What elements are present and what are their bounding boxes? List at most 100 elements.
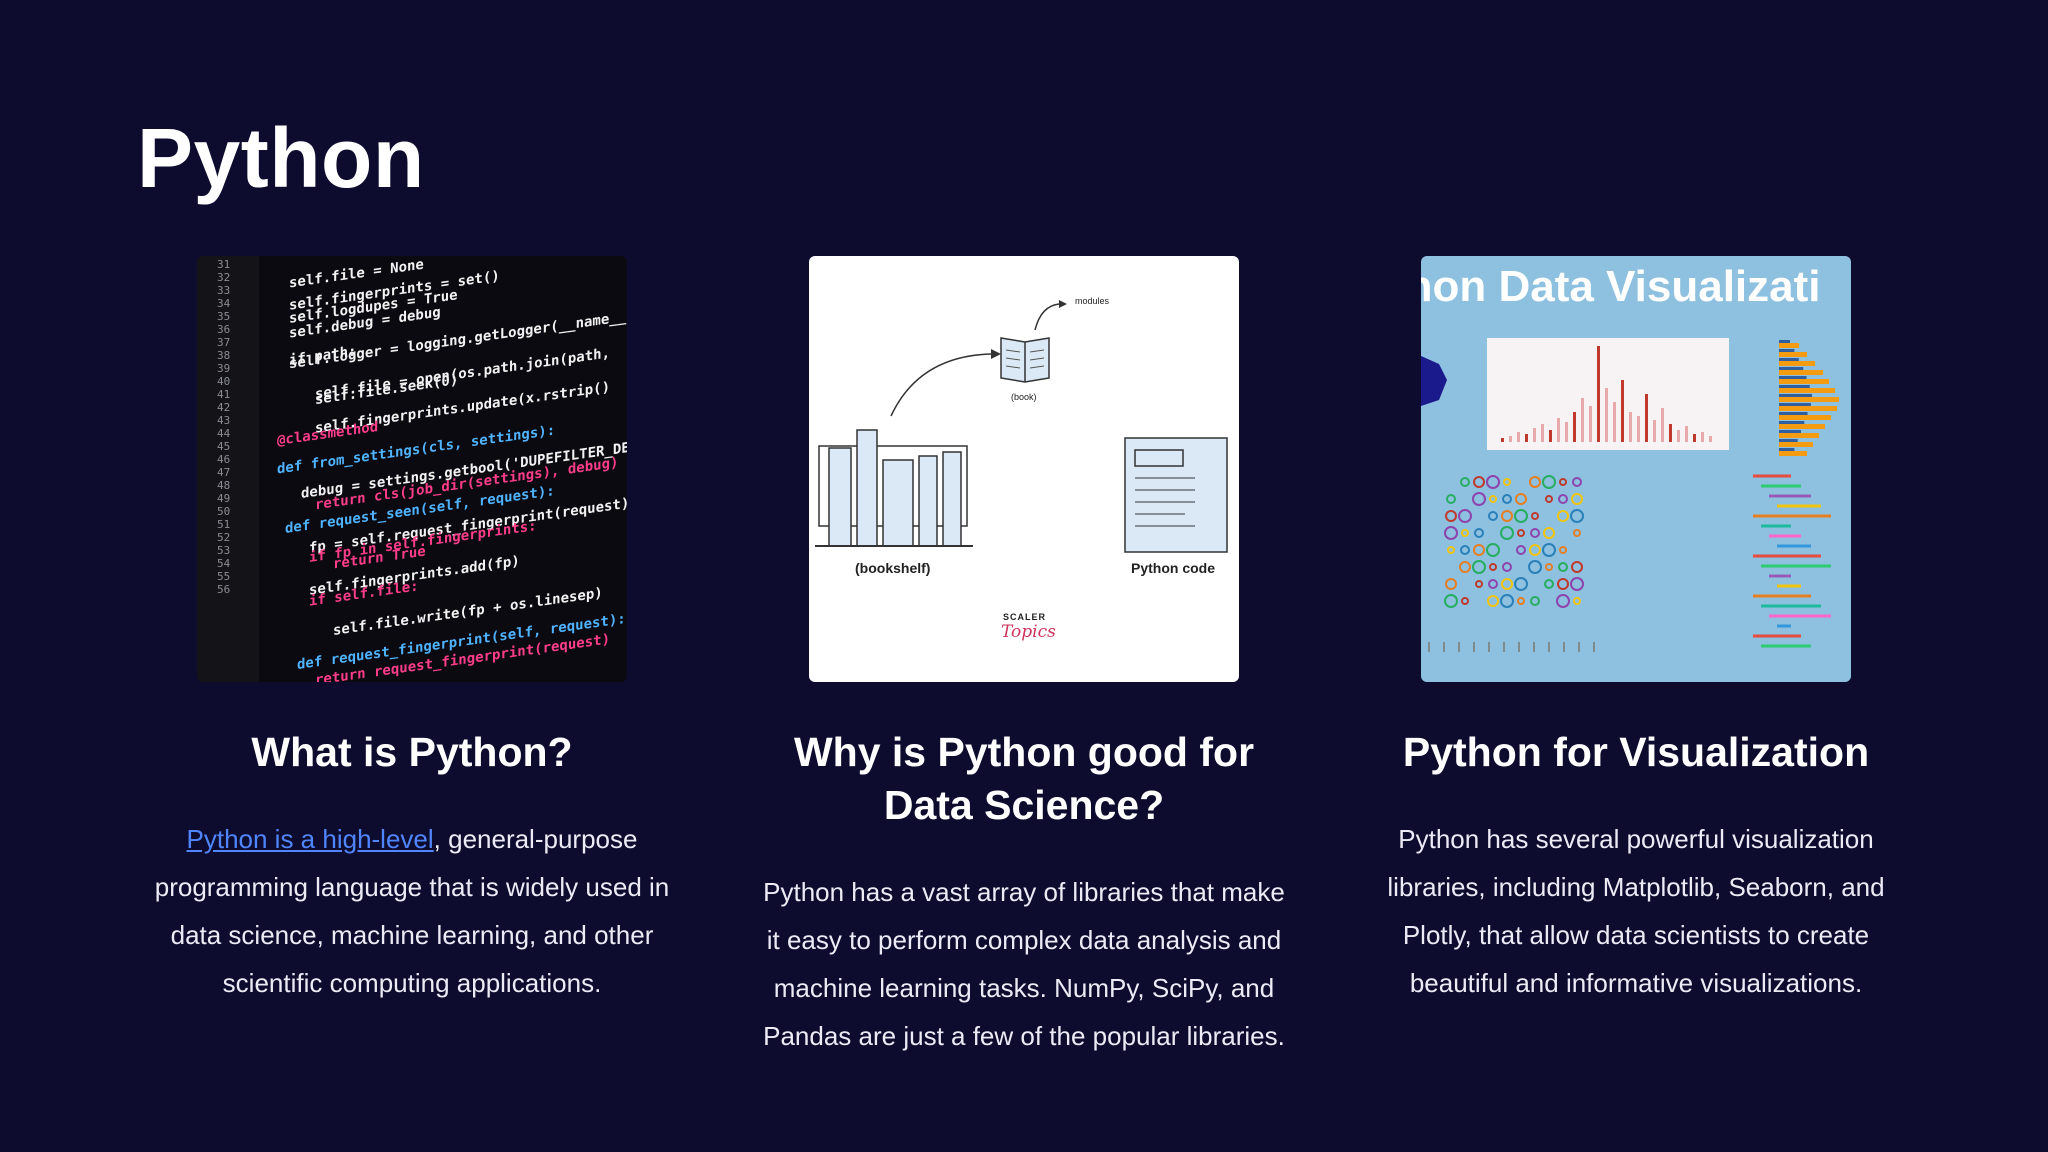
- line-number: 31: [217, 258, 231, 271]
- dot: [1486, 543, 1500, 557]
- dot: [1472, 560, 1486, 574]
- line-number: 33: [217, 284, 231, 297]
- dot: [1488, 579, 1498, 589]
- brand-logo-bottom: Topics: [1001, 622, 1056, 642]
- dot: [1542, 543, 1556, 557]
- visualization-collage-image: thon Data Visualizati: [1421, 256, 1851, 682]
- line-number: 50: [217, 505, 231, 518]
- dot: [1529, 544, 1541, 556]
- line-number: 36: [217, 323, 231, 336]
- hbar-orange: [1779, 370, 1823, 375]
- dot: [1515, 493, 1527, 505]
- dot: [1459, 561, 1471, 573]
- line-number: 41: [217, 388, 231, 401]
- line-number: 35: [217, 310, 231, 323]
- dot: [1530, 528, 1540, 538]
- dot: [1500, 594, 1514, 608]
- dot: [1570, 509, 1584, 523]
- hbar-orange: [1779, 397, 1839, 402]
- line-number: 39: [217, 362, 231, 375]
- dot: [1573, 529, 1581, 537]
- dot: [1572, 477, 1582, 487]
- dot: [1486, 475, 1500, 489]
- line-number-gutter: [197, 256, 259, 682]
- hbar-orange: [1779, 433, 1819, 438]
- dot: [1557, 510, 1569, 522]
- histogram-bar: [1605, 388, 1608, 442]
- python-link[interactable]: Python is a high-level: [186, 824, 434, 854]
- histogram-bar: [1541, 424, 1544, 442]
- dot: [1517, 529, 1525, 537]
- dot: [1544, 579, 1554, 589]
- dot: [1516, 545, 1526, 555]
- line-number: 42: [217, 401, 231, 414]
- dot: [1502, 494, 1512, 504]
- hbar-orange: [1779, 379, 1829, 384]
- histogram-bar: [1685, 426, 1688, 442]
- dot: [1500, 526, 1514, 540]
- dot: [1473, 544, 1485, 556]
- bookshelf-icon: [815, 429, 973, 547]
- card-body: Python has a vast array of libraries tha…: [763, 877, 1285, 1051]
- page-title: Python: [137, 111, 425, 205]
- histogram-bar: [1629, 412, 1632, 442]
- line-number: 32: [217, 271, 231, 284]
- card-body: Python is a high-level, general-purpose …: [142, 815, 682, 1007]
- dot: [1571, 493, 1583, 505]
- histogram-bar: [1581, 398, 1584, 442]
- card-python-visualization: thon Data Visualizati Python for Visuali…: [1356, 256, 1916, 1007]
- histogram-bar: [1565, 422, 1568, 442]
- histogram-bar: [1701, 432, 1704, 442]
- dot: [1514, 577, 1528, 591]
- line-number: 51: [217, 518, 231, 531]
- line-number: 44: [217, 427, 231, 440]
- dot: [1460, 477, 1470, 487]
- hbar-orange: [1779, 406, 1837, 411]
- dot: [1474, 528, 1484, 538]
- dot: [1542, 475, 1556, 489]
- histogram-bar: [1709, 436, 1712, 442]
- dot: [1460, 545, 1470, 555]
- histogram-bar: [1637, 416, 1640, 442]
- histogram-bar: [1573, 412, 1576, 442]
- card-title: Why is Python good for Data Science?: [793, 729, 1255, 828]
- histogram-bar: [1613, 402, 1616, 442]
- histogram-bar: [1669, 424, 1672, 442]
- histogram-bar: [1661, 408, 1664, 442]
- dot: [1445, 578, 1457, 590]
- line-number: 55: [217, 570, 231, 583]
- line-number: 53: [217, 544, 231, 557]
- line-number: 56: [217, 583, 231, 596]
- dot: [1559, 546, 1567, 554]
- dot: [1529, 476, 1541, 488]
- dot: [1559, 478, 1567, 486]
- dot: [1501, 510, 1513, 522]
- dot: [1447, 546, 1455, 554]
- dot: [1557, 578, 1569, 590]
- histogram-bar: [1533, 428, 1536, 442]
- histogram-bar: [1589, 406, 1592, 442]
- dot: [1475, 580, 1483, 588]
- dot: [1514, 509, 1528, 523]
- dot: [1531, 512, 1539, 520]
- dot: [1545, 495, 1553, 503]
- line-number: 38: [217, 349, 231, 362]
- histogram-bar: [1677, 430, 1680, 442]
- dot: [1571, 561, 1583, 573]
- hbar-orange: [1779, 415, 1831, 420]
- dot: [1461, 529, 1469, 537]
- python-code-label: Python code: [1131, 560, 1216, 576]
- dot: [1543, 527, 1555, 539]
- dot: [1488, 511, 1498, 521]
- hbar-orange: [1779, 451, 1807, 456]
- dot: [1472, 492, 1486, 506]
- dot: [1444, 594, 1458, 608]
- histogram-bar: [1597, 346, 1600, 442]
- hbar-orange: [1779, 424, 1825, 429]
- viz-charts-illustration: [1421, 338, 1839, 652]
- document-icon: [1124, 437, 1228, 553]
- modules-diagram-image: modules (book) (bookshelf) Python code S…: [809, 256, 1239, 682]
- dot: [1573, 597, 1581, 605]
